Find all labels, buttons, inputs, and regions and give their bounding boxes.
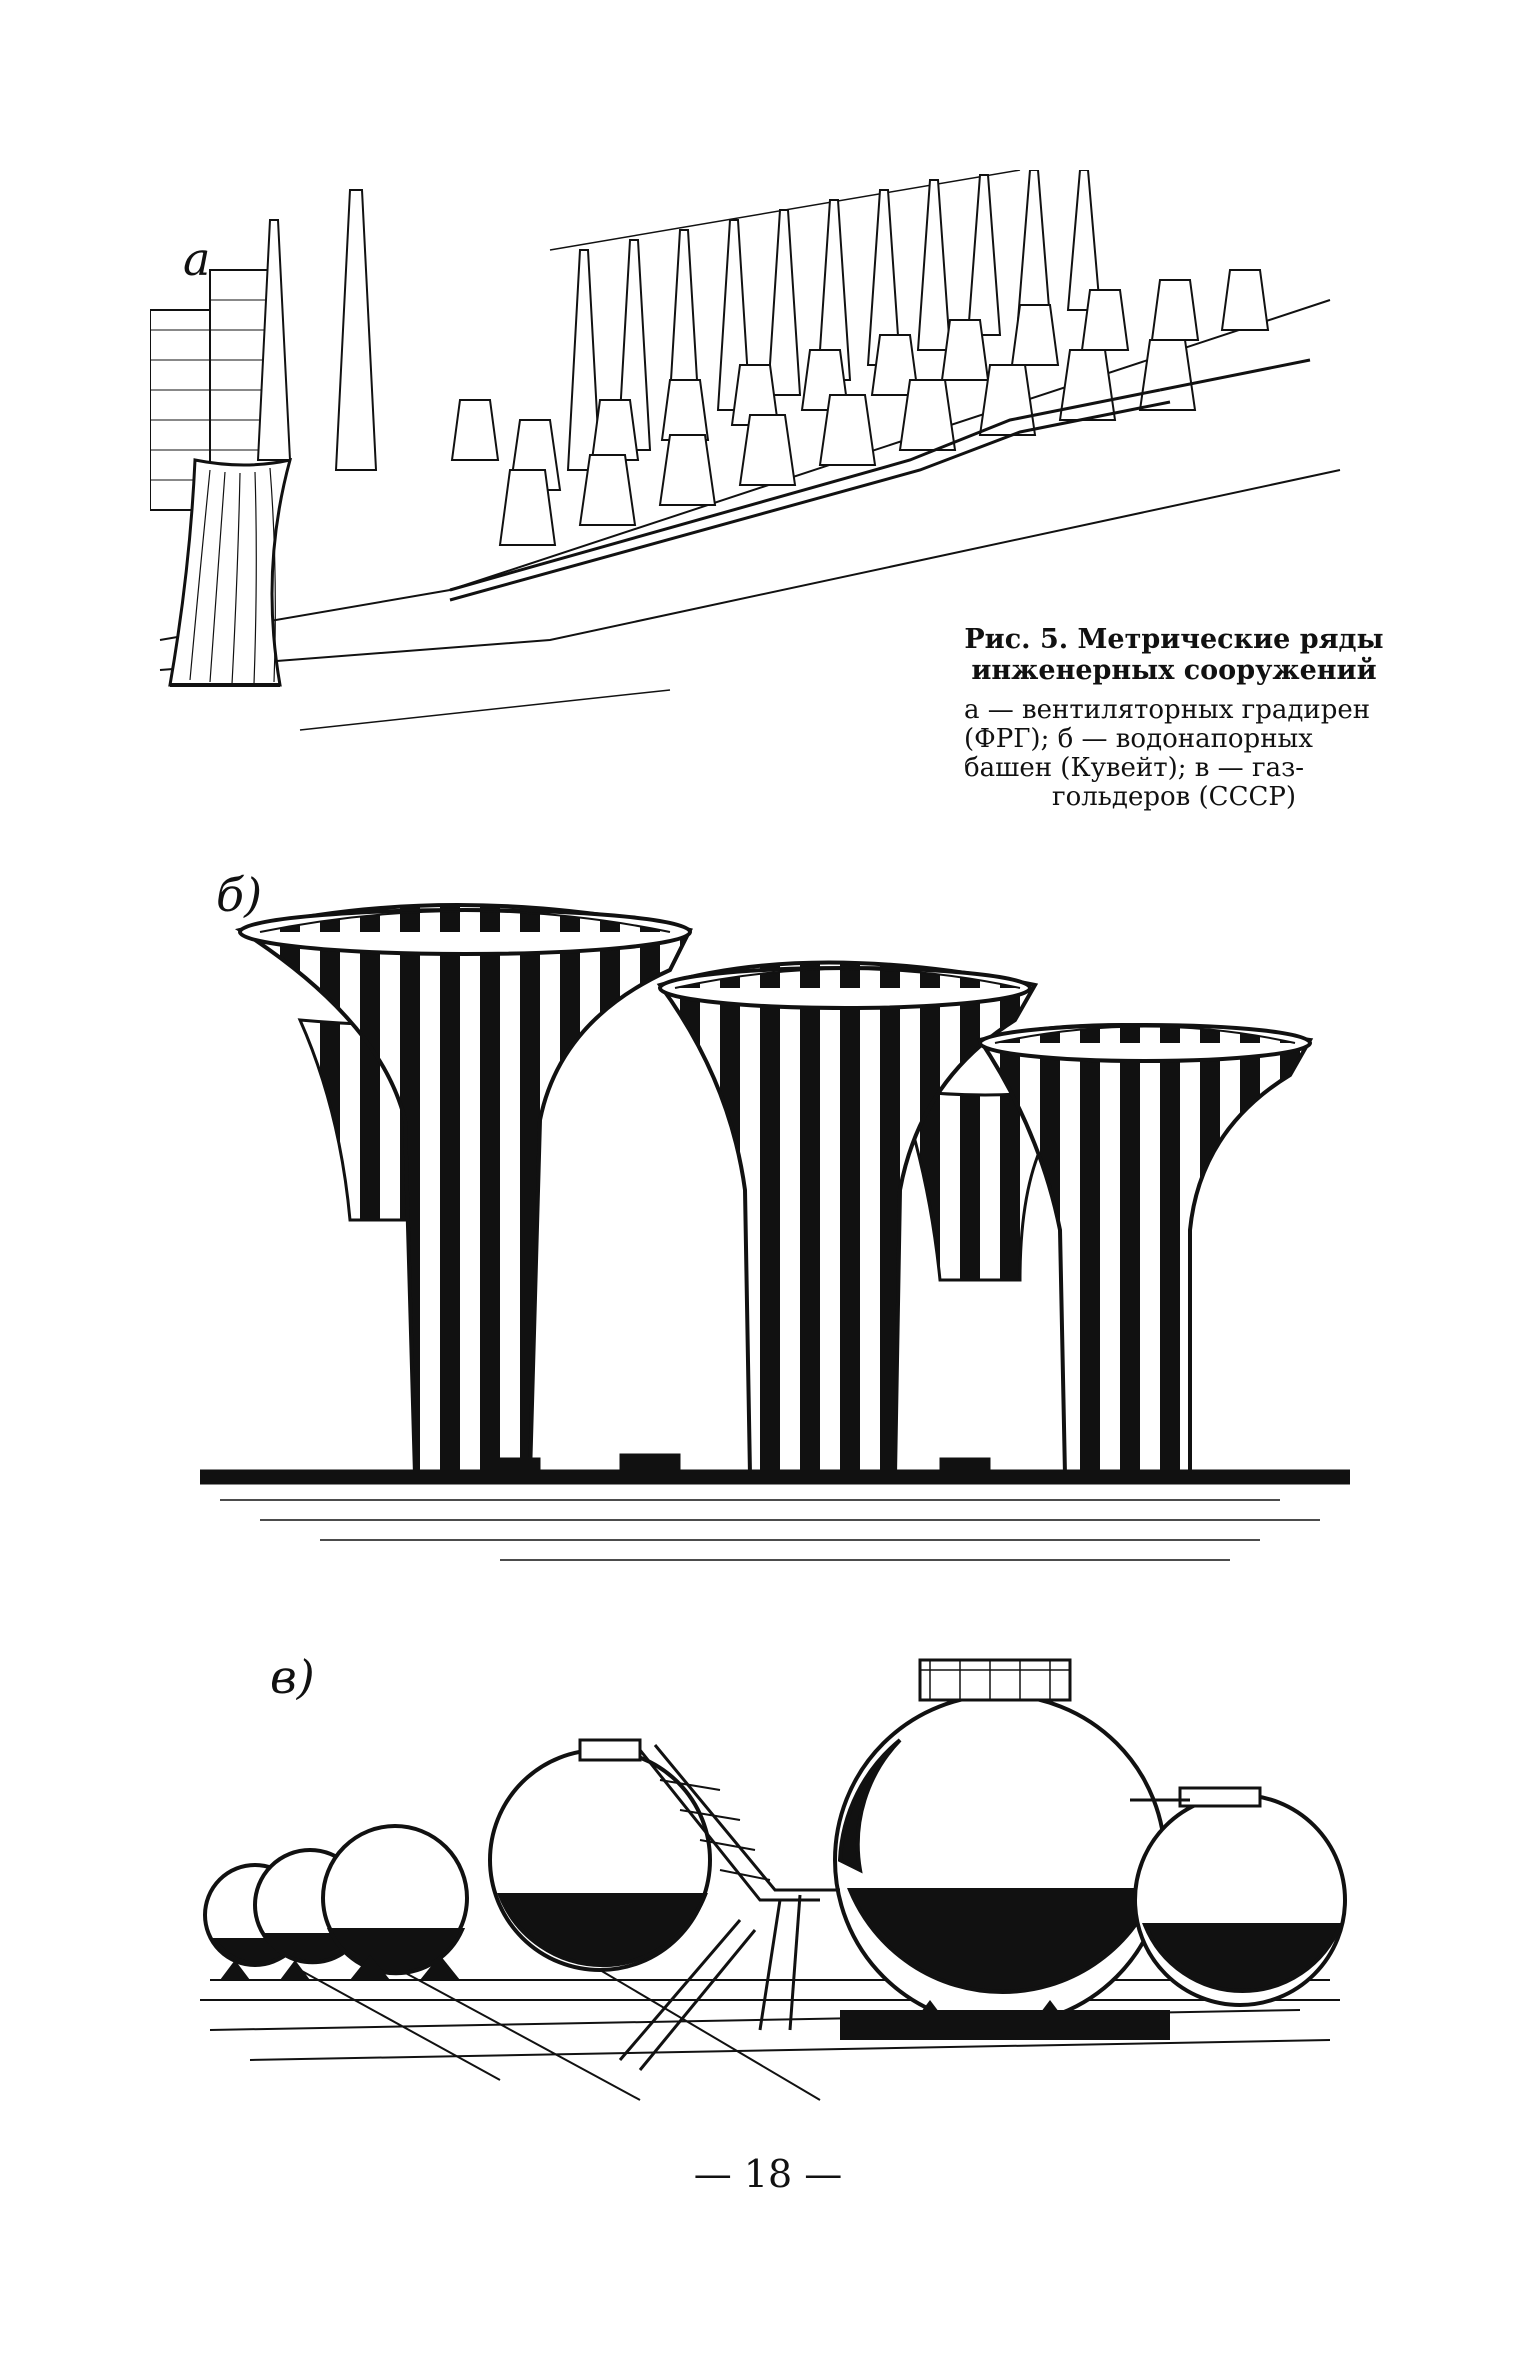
caption-legend-line: (ФРГ); б — водонапорных [964, 724, 1313, 754]
water-tower-right [976, 1023, 1314, 1477]
gasholder-spheres [203, 1693, 1347, 2027]
figure-caption: Рис. 5. Метрические ряды инженерных соор… [958, 620, 1390, 818]
panel-letter-a: a [183, 232, 211, 286]
caption-legend-line: гольдеров (СССР) [1051, 782, 1296, 812]
illustration-gasholders [200, 1640, 1350, 2120]
caption-title: Рис. 5. Метрические ряды инженерных соор… [964, 624, 1384, 686]
caption-title-line: инженерных сооружений [971, 655, 1377, 686]
cooling-towers-drawing [150, 170, 1341, 731]
illustration-water-towers [200, 860, 1350, 1580]
caption-legend-line: а — вентиляторных градирен [964, 695, 1371, 725]
lattice-bridges [618, 1744, 1190, 2071]
caption-title-line: Рис. 5. Метрические ряды [964, 624, 1384, 655]
illustration-cooling-towers [150, 170, 1350, 770]
water-tower-middle [656, 960, 1039, 1477]
caption-legend: а — вентиляторных градирен (ФРГ); б — во… [964, 696, 1384, 812]
gasholders-drawing [200, 1658, 1347, 2101]
large-cooling-tower [168, 457, 293, 687]
water-tower-left [234, 903, 693, 1477]
caption-legend-line: башен (Кувейт); в — газ- [964, 753, 1305, 783]
water-towers-drawing [200, 903, 1350, 1561]
panel-letter-b: б) [216, 868, 263, 922]
page-number: — 18 — [693, 2152, 843, 2196]
cooling-tower-rows [450, 269, 1270, 546]
panel-letter-c: в) [270, 1650, 315, 1704]
